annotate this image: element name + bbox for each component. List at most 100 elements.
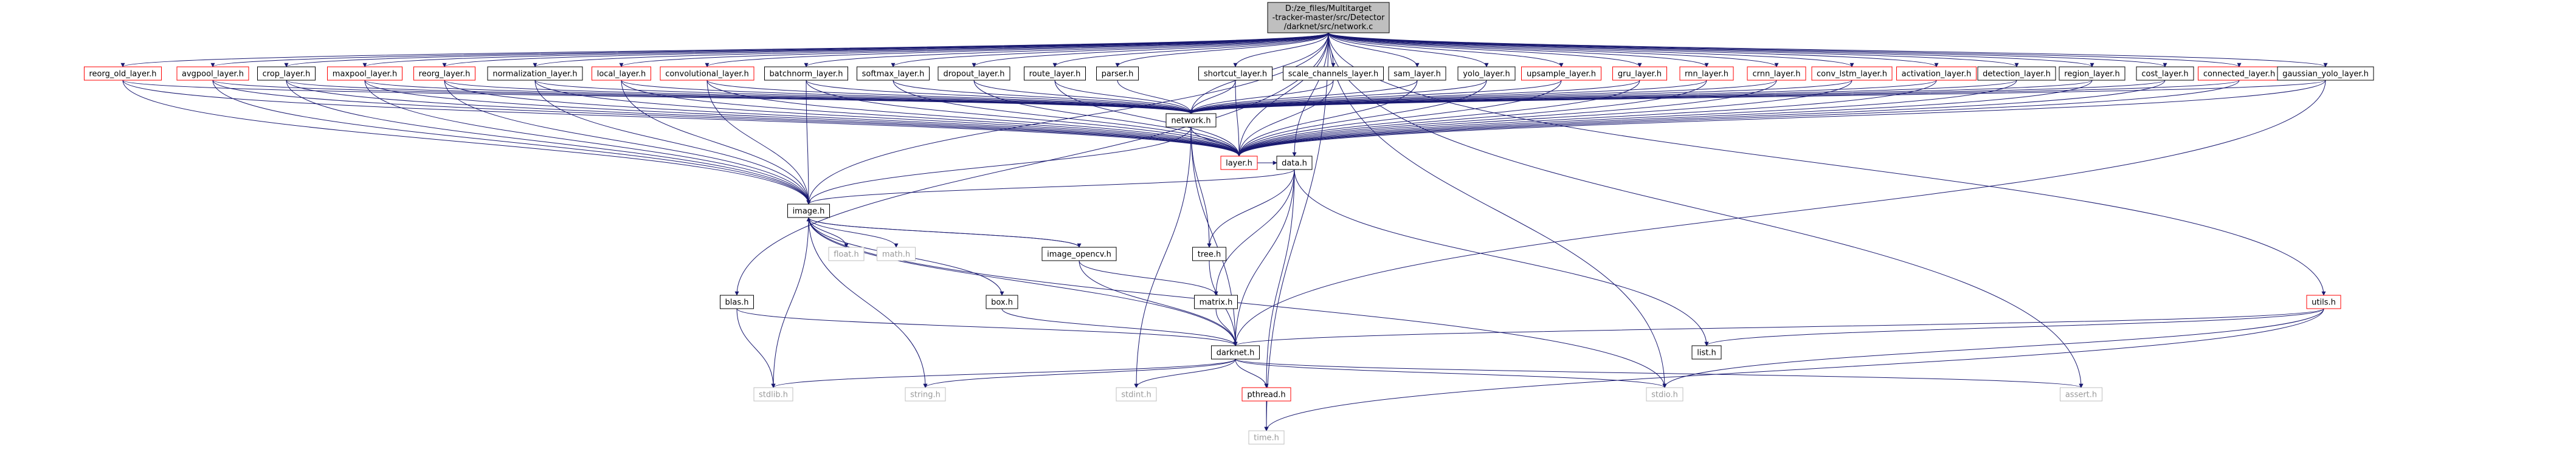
node-normalization[interactable]: normalization_layer.h	[487, 66, 583, 81]
node-parser[interactable]: parser.h	[1096, 66, 1139, 81]
node-rnn[interactable]: rnn_layer.h	[1679, 66, 1734, 81]
edge-avgpool-to-layer	[212, 80, 1241, 157]
edge-upsample-to-layer	[1237, 80, 1562, 157]
node-label: utils.h	[2312, 298, 2336, 307]
node-pthread[interactable]: pthread.h	[1241, 387, 1291, 402]
node-box	[1116, 387, 1157, 402]
node-dropout[interactable]: dropout_layer.h	[938, 66, 1010, 81]
node-activation[interactable]: activation_layer.h	[1896, 66, 1977, 81]
edge-avgpool-to-image	[212, 80, 811, 205]
edge-region-to-layer	[1237, 80, 2093, 157]
edge-yolo-to-network	[1189, 80, 1487, 114]
node-box	[1612, 66, 1667, 81]
node-batchnorm[interactable]: batchnorm_layer.h	[764, 66, 848, 81]
node-box	[84, 66, 162, 81]
node-blas[interactable]: blas.h	[720, 295, 754, 309]
edge-root-to-softmax	[891, 32, 1329, 67]
node-softmax[interactable]: softmax_layer.h	[857, 66, 930, 81]
node-tree[interactable]: tree.h	[1192, 247, 1226, 261]
edge-batchnorm-to-layer	[806, 80, 1241, 157]
edge-sam-to-network	[1189, 80, 1418, 114]
node-route[interactable]: route_layer.h	[1024, 66, 1086, 81]
node-label: upsample_layer.h	[1527, 70, 1596, 79]
edge-rnn-to-layer	[1237, 80, 1707, 157]
node-network[interactable]: network.h	[1165, 113, 1217, 128]
edge-rnn-to-network	[1189, 80, 1707, 114]
node-box	[1241, 387, 1291, 402]
node-label: gru_layer.h	[1618, 70, 1662, 79]
node-box[interactable]: box.h	[986, 295, 1018, 309]
node-local[interactable]: local_layer.h	[592, 66, 651, 81]
node-cost[interactable]: cost_layer.h	[2136, 66, 2194, 81]
node-sam[interactable]: sam_layer.h	[1388, 66, 1446, 81]
edge-convolutional-to-layer	[706, 80, 1241, 157]
node-list[interactable]: list.h	[1691, 345, 1722, 360]
node-utils[interactable]: utils.h	[2306, 295, 2341, 309]
node-label: float.h	[834, 250, 859, 259]
node-box	[1276, 156, 1313, 170]
node-matrix[interactable]: matrix.h	[1194, 295, 1238, 309]
edge-root-to-avgpool	[210, 32, 1329, 67]
node-reorg[interactable]: reorg_layer.h	[413, 66, 475, 81]
edge-sam-to-layer	[1237, 80, 1418, 157]
node-image-opencv[interactable]: image_opencv.h	[1041, 247, 1117, 261]
node-box	[1896, 66, 1977, 81]
node-float[interactable]: float.h	[828, 247, 865, 261]
node-box	[877, 247, 916, 261]
node-detection[interactable]: detection_layer.h	[1977, 66, 2056, 81]
node-box	[257, 66, 316, 81]
node-box	[1747, 66, 1806, 81]
node-label: layer.h	[1226, 159, 1252, 168]
node-time[interactable]: time.h	[1248, 430, 1285, 445]
node-label: yolo_layer.h	[1463, 70, 1510, 79]
node-avgpool[interactable]: avgpool_layer.h	[176, 66, 249, 81]
node-math[interactable]: math.h	[877, 247, 916, 261]
node-image[interactable]: image.h	[787, 204, 830, 218]
edge-data-to-pthread	[1264, 169, 1295, 388]
root-label-line-1: D:/ze_files/Multitarget	[1285, 4, 1372, 13]
node-gaussian-yolo[interactable]: gaussian_yolo_layer.h	[2277, 66, 2374, 81]
node-reorg-old[interactable]: reorg_old_layer.h	[84, 66, 162, 81]
node-box	[1691, 345, 1722, 360]
node-connected[interactable]: connected_layer.h	[2198, 66, 2281, 81]
node-stdlib[interactable]: stdlib.h	[753, 387, 793, 402]
edge-local-to-layer	[621, 80, 1241, 157]
node-conv-lstm[interactable]: conv_lstm_layer.h	[1811, 66, 1893, 81]
node-box	[1220, 156, 1258, 170]
node-region[interactable]: region_layer.h	[2059, 66, 2125, 81]
edge-scale-channels-to-layer	[1237, 80, 1334, 157]
node-upsample[interactable]: upsample_layer.h	[1521, 66, 1601, 81]
node-gru[interactable]: gru_layer.h	[1612, 66, 1667, 81]
node-crop[interactable]: crop_layer.h	[257, 66, 316, 81]
root-label-line-2: -tracker-master/src/Detector	[1272, 13, 1385, 22]
edge-root-to-normalization	[533, 32, 1329, 67]
node-stdint[interactable]: stdint.h	[1116, 387, 1157, 402]
edge-root-to-cost	[1328, 32, 2167, 67]
root-node[interactable]: D:/ze_files/Multitarget -tracker-master/…	[1267, 2, 1390, 33]
node-label: convolutional_layer.h	[665, 70, 749, 79]
node-yolo[interactable]: yolo_layer.h	[1457, 66, 1516, 81]
node-shortcut[interactable]: shortcut_layer.h	[1198, 66, 1272, 81]
node-box	[1388, 66, 1446, 81]
node-maxpool[interactable]: maxpool_layer.h	[327, 66, 402, 81]
node-darknet[interactable]: darknet.h	[1211, 345, 1260, 360]
edge-image-to-darknet	[808, 217, 1238, 346]
edge-image-to-string	[808, 217, 928, 388]
edge-connected-to-layer	[1237, 80, 2240, 157]
node-crnn[interactable]: crnn_layer.h	[1747, 66, 1806, 81]
node-layer[interactable]: layer.h	[1220, 156, 1258, 170]
edge-gaussian-yolo-to-layer	[1237, 80, 2326, 157]
node-stdio[interactable]: stdio.h	[1646, 387, 1683, 402]
edge-route-to-layer	[1054, 80, 1241, 157]
node-box	[1521, 66, 1601, 81]
node-box	[1283, 66, 1384, 81]
edge-data-to-list	[1294, 169, 1709, 346]
node-convolutional[interactable]: convolutional_layer.h	[660, 66, 754, 81]
node-data[interactable]: data.h	[1276, 156, 1313, 170]
edge-root-to-utils	[1328, 32, 2326, 296]
edge-maxpool-to-image	[364, 80, 811, 205]
edge-blas-to-stdlib	[736, 308, 776, 388]
node-scale-channels[interactable]: scale_channels_layer.h	[1283, 66, 1384, 81]
node-string[interactable]: string.h	[905, 387, 946, 402]
node-assert[interactable]: assert.h	[2060, 387, 2102, 402]
